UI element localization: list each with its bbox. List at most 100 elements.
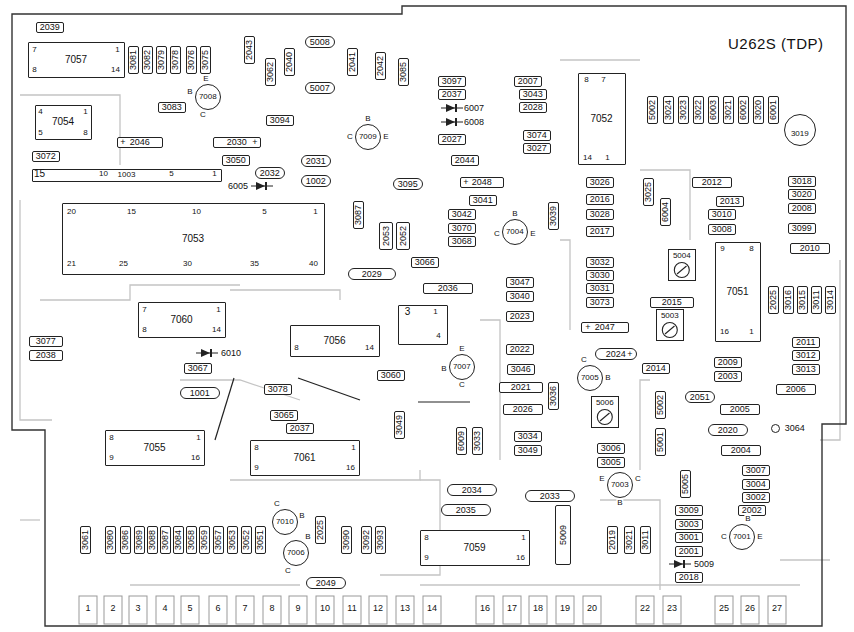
board-edge <box>12 6 846 626</box>
resistor-body: 2001 <box>675 546 703 557</box>
resistor-body: 2046+ <box>117 137 163 148</box>
pin-label: B <box>604 374 611 382</box>
pin-label: + <box>585 322 590 331</box>
part-number: 3039 <box>548 206 557 226</box>
ic-package: 314 <box>398 305 448 345</box>
part-number: 7051 <box>726 287 748 297</box>
part-number: 7006 <box>287 549 305 557</box>
part-number: 3065 <box>274 410 294 419</box>
part-number: 7055 <box>143 443 165 453</box>
part-number: 3047 <box>510 277 530 286</box>
part-number: 3002 <box>746 492 766 501</box>
part-number: 7059 <box>463 543 485 553</box>
pin-label: E <box>382 133 389 141</box>
edge-connector <box>79 596 786 624</box>
resistor-body: 5002 <box>655 391 666 419</box>
part-number: 3009 <box>679 505 699 514</box>
capacitor-body: 2029 <box>348 268 396 280</box>
connector-finger <box>529 596 547 624</box>
part-number: 2017 <box>590 226 610 235</box>
ic-package: 705287141 <box>578 73 626 165</box>
pin-label: 1003 <box>118 171 136 179</box>
resistor-body: 3073 <box>586 297 614 308</box>
trimmer-pot: 5006 <box>591 396 619 428</box>
resistor-body: 3078 <box>264 384 292 395</box>
part-number: 2046 <box>130 137 150 146</box>
resistor-body: 2025 <box>768 286 779 314</box>
part-number: 1001 <box>190 388 210 397</box>
ic-package: 705581916 <box>105 430 205 466</box>
resistor-body: 3085 <box>398 58 409 86</box>
connector-finger <box>715 596 733 624</box>
transistor-symbol: 7009BCE <box>355 124 381 150</box>
pin-label: + <box>627 349 632 358</box>
pin-label: 16 <box>191 454 200 462</box>
part-number: 3008 <box>712 224 732 233</box>
pin-label: 8 <box>32 66 36 74</box>
diode-symbol: 5009 <box>673 560 687 568</box>
part-number: 3095 <box>398 179 418 188</box>
part-number: 2001 <box>679 546 699 555</box>
part-number: 2052 <box>398 226 407 246</box>
resistor-body: 3050 <box>222 155 250 166</box>
part-number: 5004 <box>673 252 691 260</box>
connector-finger <box>503 596 521 624</box>
resistor-body: 3031 <box>586 283 614 294</box>
pin-label: 9 <box>109 454 113 462</box>
part-number: 2018 <box>679 572 699 581</box>
part-number: 3011 <box>811 290 820 309</box>
connector-finger <box>156 596 174 624</box>
pin-label: 20 <box>67 208 76 216</box>
pin-label: 8 <box>749 245 753 253</box>
connector-finger <box>289 596 307 624</box>
resistor-body: 2038 <box>29 350 63 361</box>
resistor-body: 3087 <box>160 526 171 554</box>
transistor-symbol: 7006BC <box>283 540 309 566</box>
pin-label: 35 <box>250 260 259 268</box>
part-number: 7052 <box>590 114 612 124</box>
part-number: 2048 <box>472 177 492 186</box>
pin-label: 16 <box>516 554 525 562</box>
resistor-body: 3025 <box>643 178 654 206</box>
connector-finger <box>343 596 361 624</box>
diode-symbol: 6007 <box>445 104 459 112</box>
resistor-body: 2044 <box>451 155 479 166</box>
resistor-body: 6004 <box>660 198 671 226</box>
part-number: 6004 <box>660 202 669 222</box>
resistor-body: 3001 <box>675 532 703 543</box>
part-number: 3016 <box>783 290 792 310</box>
part-number: 3003 <box>679 519 699 528</box>
ic-package: 706181916 <box>250 440 360 476</box>
connector-finger <box>556 596 574 624</box>
part-number: 2047 <box>595 322 615 331</box>
part-number: 5003 <box>661 312 679 320</box>
part-number: 2028 <box>523 102 543 111</box>
resistor-body: 3067 <box>184 363 212 374</box>
resistor-body: 3032 <box>586 257 614 268</box>
resistor-body: 2043 <box>244 36 255 64</box>
capacitor-body: 3095 <box>393 178 423 190</box>
connector-pin-number: 25 <box>718 604 730 613</box>
connector-pin-number: 16 <box>479 604 491 613</box>
resistor-body: 3053 <box>227 526 238 554</box>
part-number: 2006 <box>786 384 806 393</box>
resistor-body: 3061 <box>80 526 91 554</box>
pin-label: C <box>634 475 642 483</box>
connector-pin-number: 6 <box>214 604 221 613</box>
pin-label: B <box>186 88 193 96</box>
part-number: 3090 <box>341 530 350 550</box>
capacitor-body: 1002 <box>301 175 331 187</box>
part-number: 6003 <box>708 100 717 120</box>
part-number: 2029 <box>362 269 382 278</box>
part-number: 2008 <box>792 203 812 212</box>
resistor-body: 3079 <box>156 46 167 74</box>
part-number: 3027 <box>527 143 547 152</box>
pin-label: 1 <box>83 108 87 116</box>
resistor-body: 3049 <box>514 445 542 456</box>
resistor-body: 3090 <box>341 526 352 554</box>
resistor-body: 3034 <box>514 431 542 442</box>
part-number: 3019 <box>791 130 809 138</box>
resistor-body: 3004 <box>742 479 770 490</box>
connector-pin-number: 17 <box>506 604 518 613</box>
board-title: U262S (TDP) <box>728 36 824 51</box>
